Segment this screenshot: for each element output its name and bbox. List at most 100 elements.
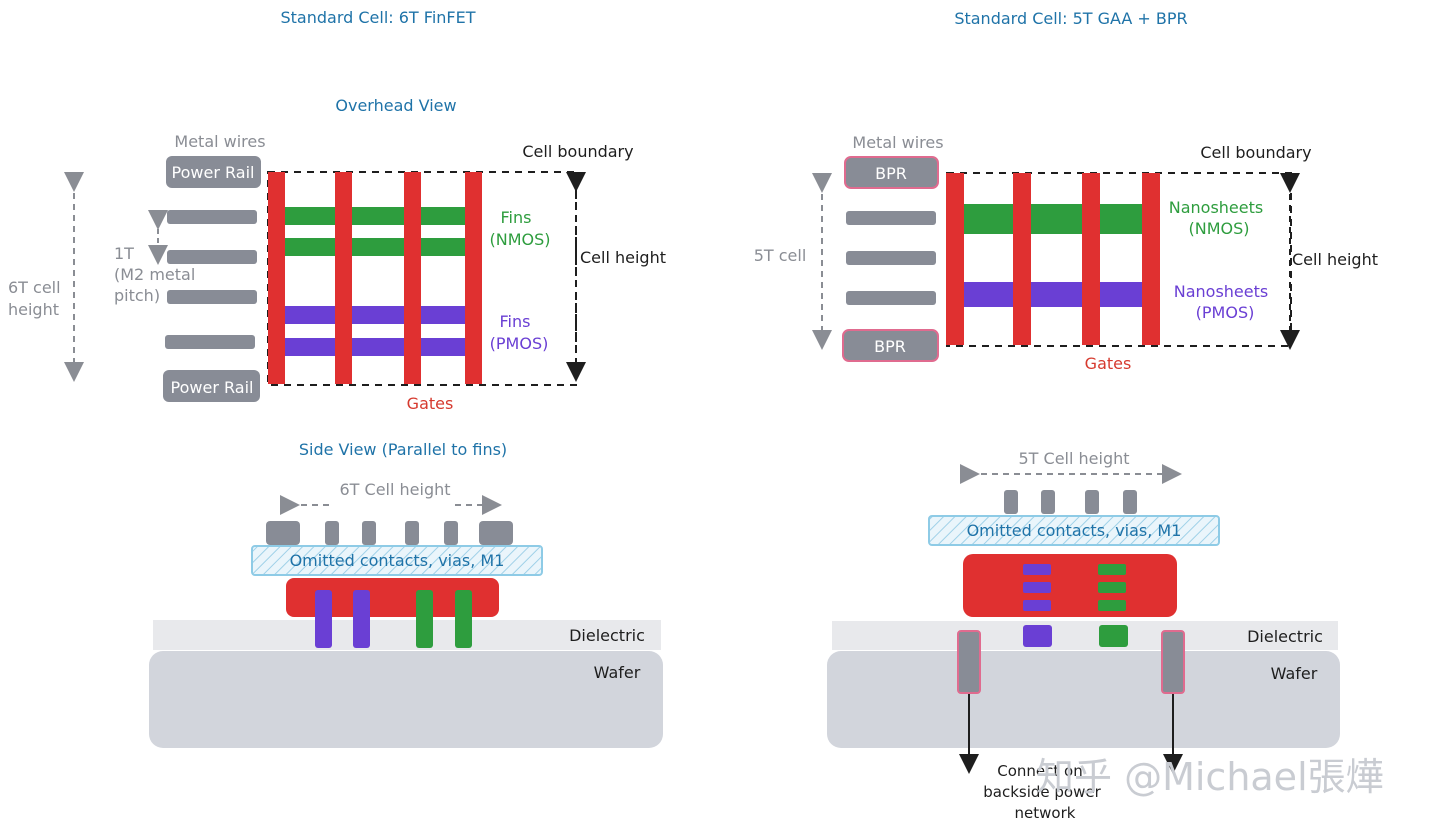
right-side-nanosheet-pmos [1023,600,1051,611]
right-side-height-label: 5T Cell height [1018,449,1129,468]
right-bpr-top [844,156,939,189]
left-dielectric-label: Dielectric [569,626,645,645]
right-5t-label: 5T cell [754,246,807,265]
right-nano-pmos-label-2: (PMOS) [1196,303,1255,322]
right-side-bpr [957,630,981,694]
right-dielectric [832,621,1338,650]
left-side-fin-pmos [315,590,332,648]
left-fin-nmos [276,238,466,256]
left-6t-label-1: 6T cell [8,278,61,297]
right-backside-label-2: backside power [983,783,1101,801]
right-side-nanosheet-nmos [1098,564,1126,575]
right-side-metal [1123,490,1137,514]
right-bpr-bottom [842,329,939,362]
left-side-metal [444,521,458,545]
left-side-metal [266,521,300,545]
left-side-height-label: 6T Cell height [339,480,450,499]
right-metal-wire [846,211,936,225]
left-metal-wire [167,210,257,224]
left-side-metal [479,521,513,545]
watermark: 知乎 @Michael張燁 [1036,755,1384,799]
left-power-rail-top [166,156,261,188]
left-gate [335,172,352,384]
left-wafer [149,651,663,748]
right-gate [1013,173,1031,345]
left-metal-wire [165,335,255,349]
left-1t-label-3: pitch) [114,286,160,305]
right-backside-label-1: Connect on [997,762,1082,780]
right-gates-label: Gates [1085,354,1132,373]
left-metal-wire [167,250,257,264]
right-omitted-label: Omitted contacts, vias, M1 [967,521,1182,540]
right-side-contact-pmos [1023,625,1052,647]
left-side-fin-nmos [455,590,472,648]
left-gate [268,172,285,384]
left-power-rail-bottom [163,370,260,402]
right-metal-wire [846,251,936,265]
left-side-title: Side View (Parallel to fins) [299,440,507,459]
right-side-nanosheet-nmos [1098,582,1126,593]
right-side-height-bg [1010,452,1138,472]
left-gates-label: Gates [407,394,454,413]
right-omitted-layer [928,515,1220,546]
right-side-metal [1041,490,1055,514]
right-wafer [827,651,1340,748]
left-side-fin-pmos [353,590,370,648]
right-bpr-bottom-label: BPR [874,337,906,356]
left-metal-wires-label: Metal wires [174,132,265,151]
right-dielectric-label: Dielectric [1247,627,1323,646]
left-gate [465,172,482,384]
right-side-nanosheet-nmos [1098,600,1126,611]
left-fins-pmos-label-2: (PMOS) [490,334,549,353]
left-fins-nmos-label-2: (NMOS) [489,230,550,249]
right-side-bpr [1161,630,1185,694]
left-fins-pmos-label-1: Fins [500,312,531,331]
right-nanosheet-pmos [955,282,1145,307]
left-gate [404,172,421,384]
right-nano-pmos-label-1: Nanosheets [1174,282,1268,301]
left-wafer-label: Wafer [594,663,641,682]
right-side-gate [963,554,1177,617]
left-dielectric [153,620,661,650]
left-power-rail-bottom-label: Power Rail [171,378,254,397]
right-metal-wire [846,291,936,305]
right-title: Standard Cell: 5T GAA + BPR [954,9,1187,28]
right-bpr-top-label: BPR [875,164,907,183]
right-nano-nmos-label-1: Nanosheets [1169,198,1263,217]
left-side-height-bg [332,494,452,514]
right-side-metal [1004,490,1018,514]
left-omitted-label: Omitted contacts, vias, M1 [290,551,505,570]
right-gate [1142,173,1160,345]
left-metal-wire [167,290,257,304]
left-side-metal [405,521,419,545]
right-gate [946,173,964,345]
left-fin-pmos [276,306,466,324]
left-side-metal [362,521,376,545]
left-cell-height-label: Cell height [580,248,666,267]
right-5t-bg [750,245,814,265]
right-nano-nmos-label-2: (NMOS) [1188,219,1249,238]
right-gate [1082,173,1100,345]
right-wafer-label: Wafer [1271,664,1318,683]
right-cell-boundary-label: Cell boundary [1200,143,1311,162]
left-side-fin-nmos [416,590,433,648]
left-cell-boundary-label: Cell boundary [522,142,633,161]
right-metal-wires-label: Metal wires [852,133,943,152]
left-side-metal [325,521,339,545]
right-side-nanosheet-pmos [1023,582,1051,593]
left-1t-label-1: 1T [114,244,134,263]
right-cell-height-label: Cell height [1292,250,1378,269]
left-omitted-layer [251,545,543,576]
left-overhead-title: Overhead View [335,96,456,115]
left-fin-nmos [276,207,466,225]
left-side-gate [286,578,499,617]
right-backside-label-3: network [1015,804,1076,822]
left-fins-nmos-label-1: Fins [501,208,532,227]
right-nanosheet-nmos [955,204,1145,234]
right-side-contact-nmos [1099,625,1128,647]
left-6t-label-2: height [8,300,59,319]
left-title: Standard Cell: 6T FinFET [280,8,475,27]
left-1t-label-2: (M2 metal [114,265,195,284]
right-side-nanosheet-pmos [1023,564,1051,575]
